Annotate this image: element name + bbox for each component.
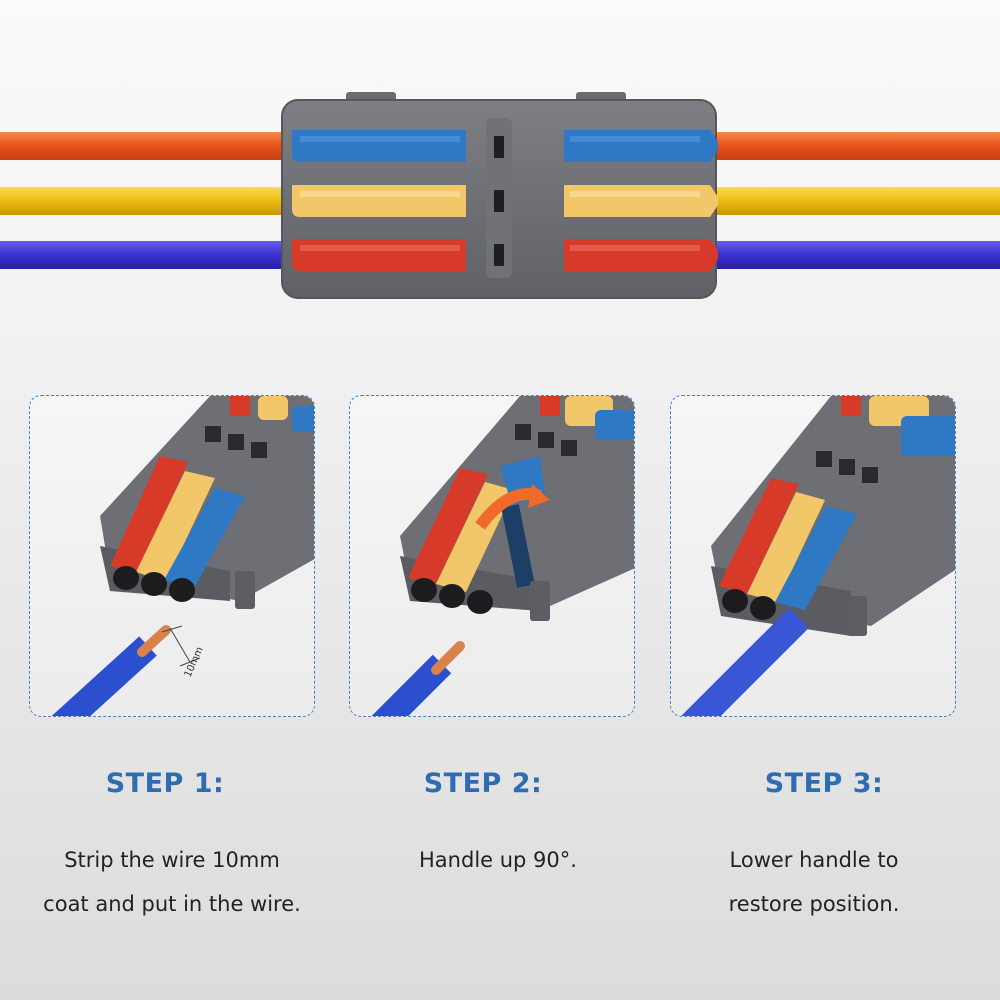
step-2-title: STEP 2: [423, 768, 543, 799]
step-1-title: STEP 1: [105, 768, 225, 799]
step-3-line-2: restore position. [728, 892, 900, 916]
step-1-illustration: 10mm [51, 396, 314, 716]
step-2-line-1: Handle up 90°. [419, 848, 577, 872]
step-1-description: Strip the wire 10mm coat and put in the … [7, 838, 337, 926]
step-3-illustration [681, 396, 955, 716]
step-3-line-1: Lower handle to [729, 848, 899, 872]
lever-blue-right [564, 130, 718, 162]
wire-yellow [0, 187, 1000, 215]
step-2-illustration [371, 396, 634, 716]
step-3-title: STEP 3: [764, 768, 884, 799]
step-3-description: Lower handle to restore position. [649, 838, 979, 926]
lever-red-right [564, 239, 718, 271]
wire-purple [0, 241, 1000, 269]
step-2-description: Handle up 90°. [333, 838, 663, 882]
step-1-line-1: Strip the wire 10mm [64, 848, 280, 872]
connector-hero-illustration [0, 92, 1000, 299]
lever-red-left [292, 239, 466, 271]
lever-yellow-left [292, 185, 466, 217]
lever-yellow-right [564, 185, 718, 217]
step-1-panel: 10mm [29, 395, 315, 717]
dimension-label: 10mm [183, 645, 206, 679]
step-3-panel [670, 395, 956, 717]
wire-orange [0, 132, 1000, 160]
lever-blue-left [292, 130, 466, 162]
step-2-panel [349, 395, 635, 717]
step-1-line-2: coat and put in the wire. [43, 892, 301, 916]
